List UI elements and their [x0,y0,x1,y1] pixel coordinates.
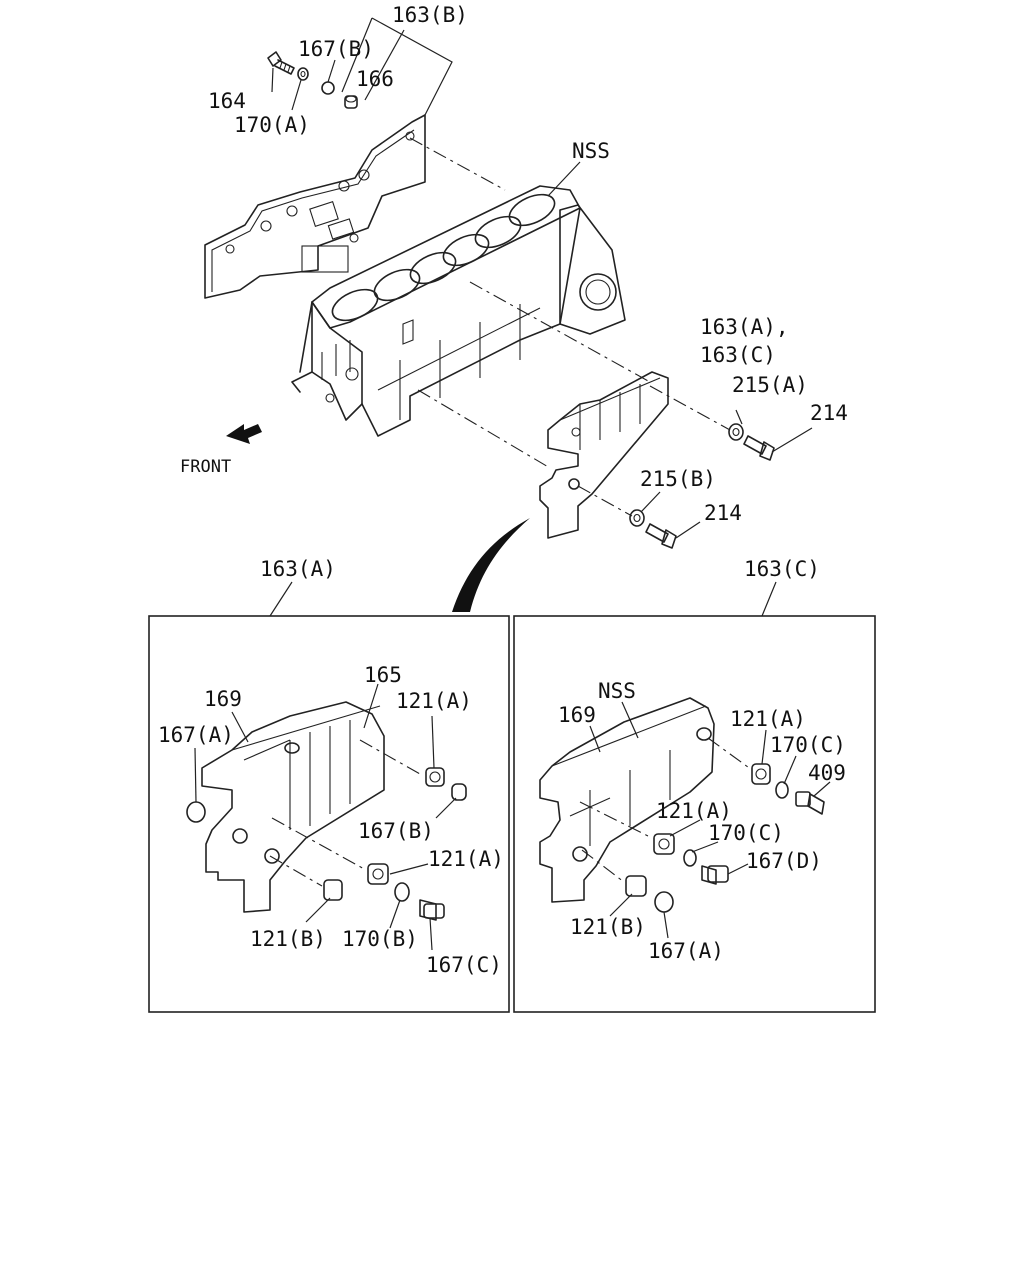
panel-163a-frame [148,615,510,1013]
label-163c-right: 163(C) [700,343,776,367]
label-c-169: 169 [558,703,596,727]
bolt-214-lower [645,523,677,549]
assembly-line-bolt-lower [577,485,633,517]
gasket-plate-163b [204,114,426,299]
arrow-left-down-icon [226,424,262,444]
c-plug-167a [654,891,674,913]
a-bushing-121a-mid [367,863,389,885]
a-plug-167a [186,801,206,823]
a-washer-170b [394,882,410,902]
bolt-164 [267,51,295,75]
panel-163a-leader [269,581,293,617]
panel-163a-title: 163(A) [260,557,336,581]
label-215b: 215(B) [640,467,716,491]
a-bushing-121b [323,879,343,901]
label-163a-right: 163(A), [700,315,789,339]
assembly-line-bolt-upper [649,385,731,431]
label-c-121a-top: 121(A) [730,707,806,731]
side-cover-163 [539,371,669,539]
plug-166 [344,95,358,109]
label-c-167d: 167(D) [746,849,822,873]
assembly-line-cover-upper [469,281,651,383]
label-164: 164 [208,89,246,113]
label-a-169: 169 [204,687,242,711]
label-c-121b: 121(B) [570,915,646,939]
label-c-nss: NSS [598,679,636,703]
label-a-167c: 167(C) [426,953,502,977]
label-170a: 170(A) [234,113,310,137]
label-a-167b: 167(B) [358,819,434,843]
label-c-170c-mid: 170(C) [708,821,784,845]
label-214-upper: 214 [810,401,848,425]
a-bolt-167c [419,899,445,921]
panel-a-leaders [194,683,457,951]
a-bushing-121a-top [425,767,445,787]
c-bushing-121a-mid [653,833,675,855]
label-a-167a: 167(A) [158,723,234,747]
washer-215a [728,423,744,441]
panel-a-cover [201,701,385,913]
c-bolt-167d [701,865,729,885]
panel-c-leaders [579,701,831,939]
c-washer-170c-top [775,781,789,799]
assembly-line-plate [409,137,506,191]
detail-arrow [452,518,530,612]
label-a-121a-mid: 121(A) [428,847,504,871]
label-c-167a: 167(A) [648,939,724,963]
plug-167b-top [321,81,335,95]
bolt-214-upper [743,435,775,461]
label-167b-top: 167(B) [298,37,374,61]
label-a-121b: 121(B) [250,927,326,951]
label-215a: 215(A) [732,373,808,397]
c-washer-170c-mid [683,849,697,867]
label-163b-top: 163(B) [392,3,468,27]
panel-163c-leader [761,581,777,617]
label-214-lower: 214 [704,501,742,525]
assembly-line-cover-lower [417,389,551,469]
washer-215b [629,509,645,527]
label-a-121a-top: 121(A) [396,689,472,713]
label-front: FRONT [180,457,231,477]
c-bushing-121a-top [751,763,771,785]
label-c-170c-top: 170(C) [770,733,846,757]
label-a-165: 165 [364,663,402,687]
washer-170a [297,67,309,81]
c-bushing-121b [625,875,647,897]
top-leaders [271,17,813,539]
label-166: 166 [356,67,394,91]
label-a-170b: 170(B) [342,927,418,951]
panel-163c-title: 163(C) [744,557,820,581]
a-plug-167b [451,783,467,801]
label-c-409: 409 [808,761,846,785]
panel-163c-frame [513,615,876,1013]
label-nss-block: NSS [572,139,610,163]
label-c-121a-mid: 121(A) [656,799,732,823]
cylinder-block [291,185,626,437]
c-fitting-409 [795,791,825,815]
